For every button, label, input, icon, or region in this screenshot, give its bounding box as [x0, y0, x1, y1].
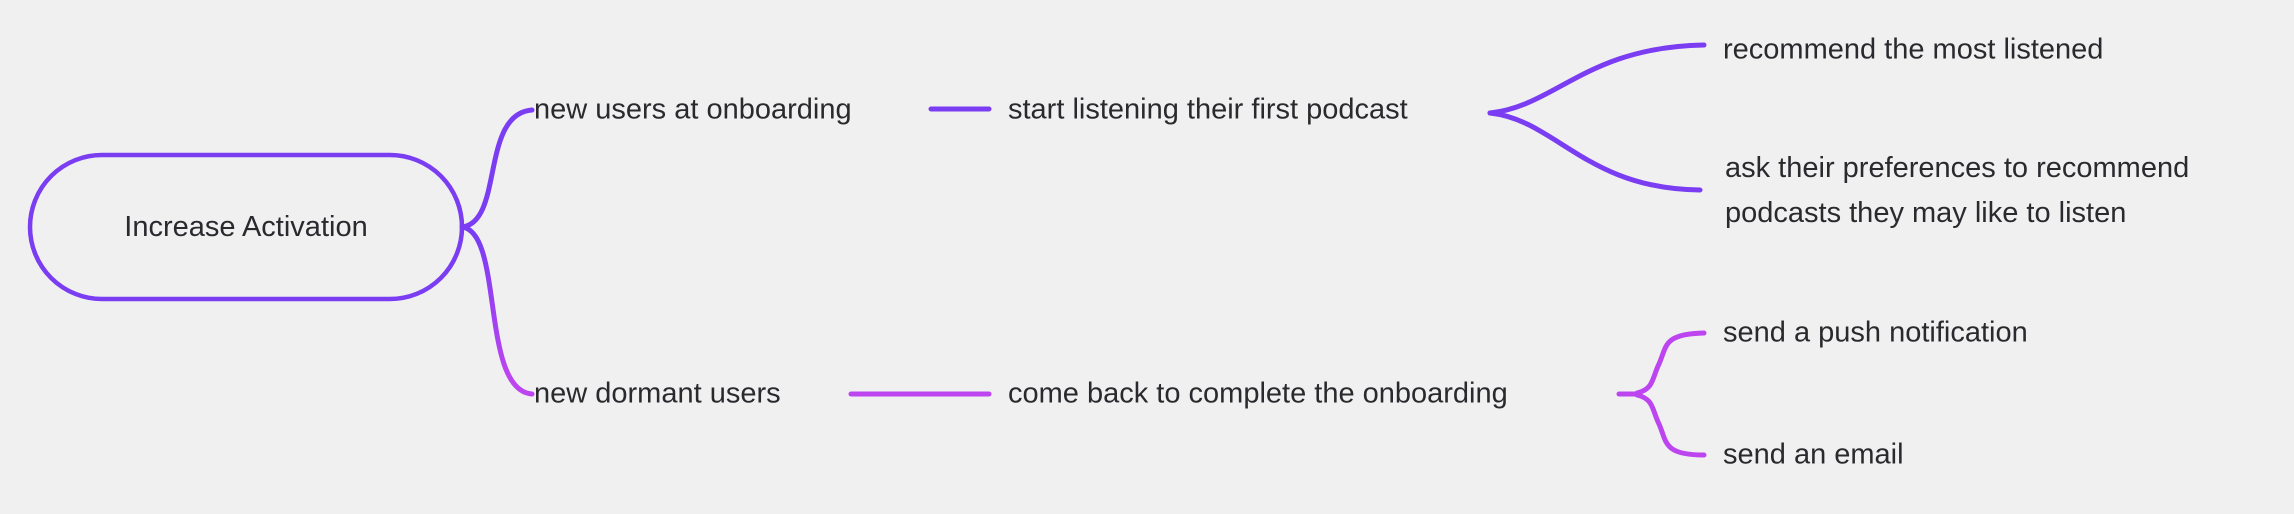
edge-come-back-to-email — [1634, 392, 1707, 458]
edge-start-listening-to-recommend — [1487, 42, 1707, 116]
edge-root-to-dormant-users — [459, 224, 535, 397]
edge-root-to-new-users — [459, 107, 535, 230]
node-start-listening-first-podcast[interactable]: start listening their first podcast — [1008, 93, 1408, 126]
node-send-email[interactable]: send an email — [1723, 438, 1904, 471]
root-node-label: Increase Activation — [124, 210, 368, 243]
node-send-push-notification[interactable]: send a push notification — [1723, 316, 2028, 349]
node-root[interactable]: Increase Activation — [30, 155, 462, 299]
node-new-dormant-users[interactable]: new dormant users — [534, 377, 781, 410]
edge-start-listening-to-ask-preferences — [1487, 110, 1703, 193]
node-new-users-at-onboarding[interactable]: new users at onboarding — [534, 93, 852, 126]
node-ask-preferences[interactable]: ask their preferences to recommend podca… — [1725, 152, 2190, 229]
node-recommend-most-listened[interactable]: recommend the most listened — [1723, 33, 2104, 66]
node-come-back-complete-onboarding[interactable]: come back to complete the onboarding — [1008, 377, 1508, 410]
edge-come-back-to-push-notification — [1634, 330, 1707, 396]
